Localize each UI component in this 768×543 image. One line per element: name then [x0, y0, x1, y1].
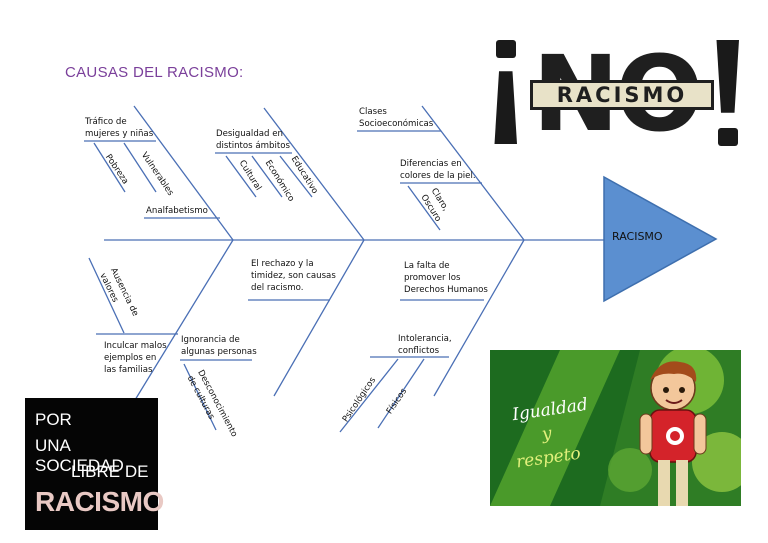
branch-vulnerables [123, 142, 157, 193]
diagram-title: CAUSAS DEL RACISMO: [65, 64, 244, 81]
no-racismo-logo: NO RACISMO [490, 40, 742, 148]
por-una-sociedad-box: POR UNA SOCIEDAD LIBRE DE RACISMO [25, 398, 164, 530]
branch-pobreza [93, 142, 126, 193]
por-line-3: LIBRE DE [71, 462, 149, 481]
por-line-1: POR [35, 410, 72, 429]
top-rib-3 [421, 105, 525, 241]
inverted-exclamation-dot-icon [496, 40, 516, 58]
branch-desconocimiento [183, 363, 217, 431]
fishbone-head-triangle [603, 175, 718, 303]
branch-claro [407, 185, 441, 231]
branch-cultural [225, 155, 257, 198]
exclamation-icon [716, 40, 739, 113]
bottom-rib-2 [273, 239, 365, 397]
logo-racismo-band: RACISMO [530, 80, 714, 110]
boy-figure-icon [639, 361, 707, 506]
label-clases: Clases Socioeconómicas [359, 107, 434, 129]
branch-educativo [279, 155, 313, 198]
branch-economico [251, 155, 283, 198]
label-inculcar: Inculcar malos ejemplos en las familias [104, 341, 167, 375]
por-line-4: RACISMO [35, 486, 164, 517]
branch-fisicos [377, 358, 425, 429]
label-intolerancia: Intolerancia, conflictos [398, 334, 452, 356]
label-falta: La falta de promover los Derechos Humano… [404, 261, 488, 295]
igualdad-respeto-image: Igualdad y respeto [490, 350, 741, 506]
branch-ausencia [88, 257, 125, 334]
top-rib-2 [263, 107, 365, 241]
label-diferencias: Diferencias en colores de la piel. [400, 159, 476, 181]
label-rechazo: El rechazo y la timidez, son causas del … [251, 259, 336, 293]
y-text: y [540, 423, 553, 445]
exclamation-dot-icon [718, 128, 738, 146]
bottom-rib-3 [433, 239, 525, 397]
label-desigualdad: Desigualdad en distintos ámbitos [216, 129, 290, 151]
fishbone-head-label: RACISMO [612, 230, 663, 243]
igualdad-background [490, 350, 741, 506]
branch-psicologicos [339, 358, 399, 433]
label-trafico: Tráfico de mujeres y niñas [85, 117, 154, 139]
label-ignorancia: Ignorancia de algunas personas [181, 335, 257, 357]
por-line-2: UNA SOCIEDAD [35, 436, 124, 475]
bottom-rib-1 [134, 239, 234, 401]
label-analfabetismo: Analfabetismo [146, 206, 208, 216]
